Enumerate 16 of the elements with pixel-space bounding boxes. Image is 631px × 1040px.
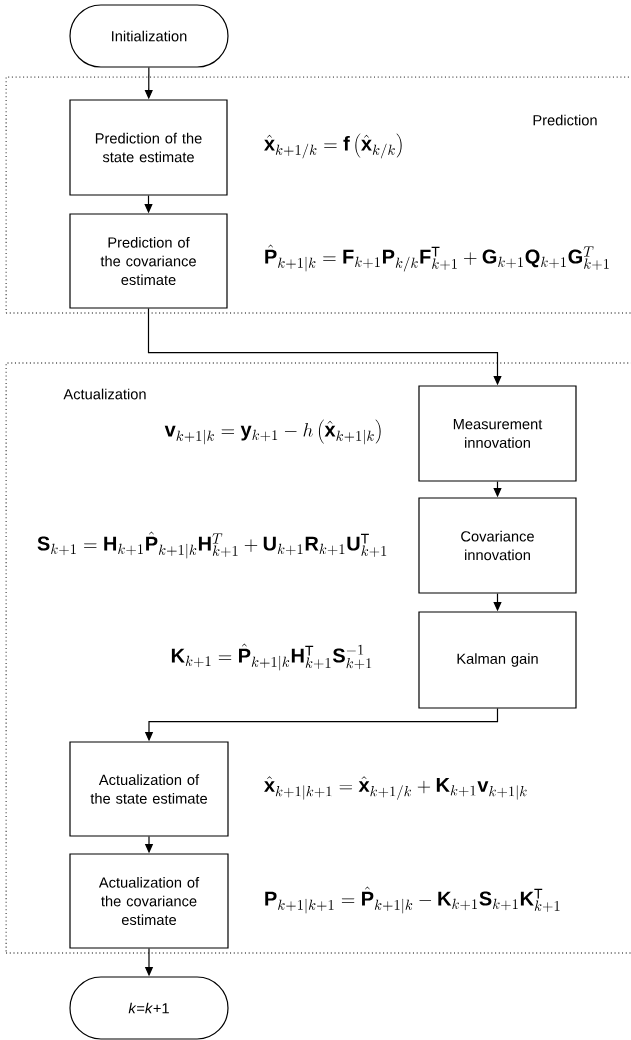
equation: $\hat{\mathbf{x}}_{k+1/k} = \mathbf{f}\left(\hat{\mathbf{x}}_{k/k}\right)$	[264, 133, 402, 159]
process-box: Actualization of the state estimate	[69, 741, 229, 837]
process-box: Prediction of the state estimate	[69, 99, 228, 196]
equation: $\mathbf{P}_{k+1|k+1} = \hat{\mathbf{P}}_{k+1|k} - \mathbf{K}_{k+1}\mathbf{S}_{k+1}\mathbf{K}_{k+1}^{\mathrm{T}}$	[265, 886, 560, 914]
process-box: Kalman gain	[418, 611, 577, 709]
process-box: Actualization of the covariance estimate	[69, 853, 229, 949]
equation: $\mathbf{K}_{k+1} = \hat{\mathbf{P}}_{k+1|k}\mathbf{H}_{k+1}^{\mathrm{T}}\mathbf{S}_{k+1}^{-1}$	[171, 643, 372, 671]
equation: $\mathbf{S}_{k+1} = \mathbf{H}_{k+1}\hat{\mathbf{P}}_{k+1|k}\mathbf{H}_{k+1}^{T} + \mathbf{U}_{k+1}\mathbf{R}_{k+1}\mathbf{U}_{k+1}^{\mathrm{T}}$	[37, 531, 387, 559]
terminal-box: Initialization	[69, 4, 229, 68]
process-box: Covariance innovation	[418, 497, 577, 594]
process-box: Measurement innovation	[418, 385, 577, 482]
equation: $\hat{\mathbf{P}}_{k+1|k} = \mathbf{F}_{k+1}\mathbf{P}_{k/k}\mathbf{F}_{k+1}^{\mathrm{T}} + \mathbf{G}_{k+1}\mathbf{Q}_{k+1}\mathbf{G}_{k+1}^{T}$	[265, 244, 609, 272]
terminal-box: k=k+1	[69, 976, 229, 1040]
process-box: Prediction of the covariance estimate	[69, 213, 228, 309]
equation: $\hat{\mathbf{x}}_{k+1|k+1} = \hat{\mathbf{x}}_{k+1/k} + \mathbf{K}_{k+1}\mathbf{v}_{k+1|k}$	[264, 776, 527, 800]
equation: $\mathbf{v}_{k+1|k} = \mathbf{y}_{k+1} - h\left(\hat{\mathbf{x}}_{k+1|k}\right)$	[164, 419, 381, 445]
